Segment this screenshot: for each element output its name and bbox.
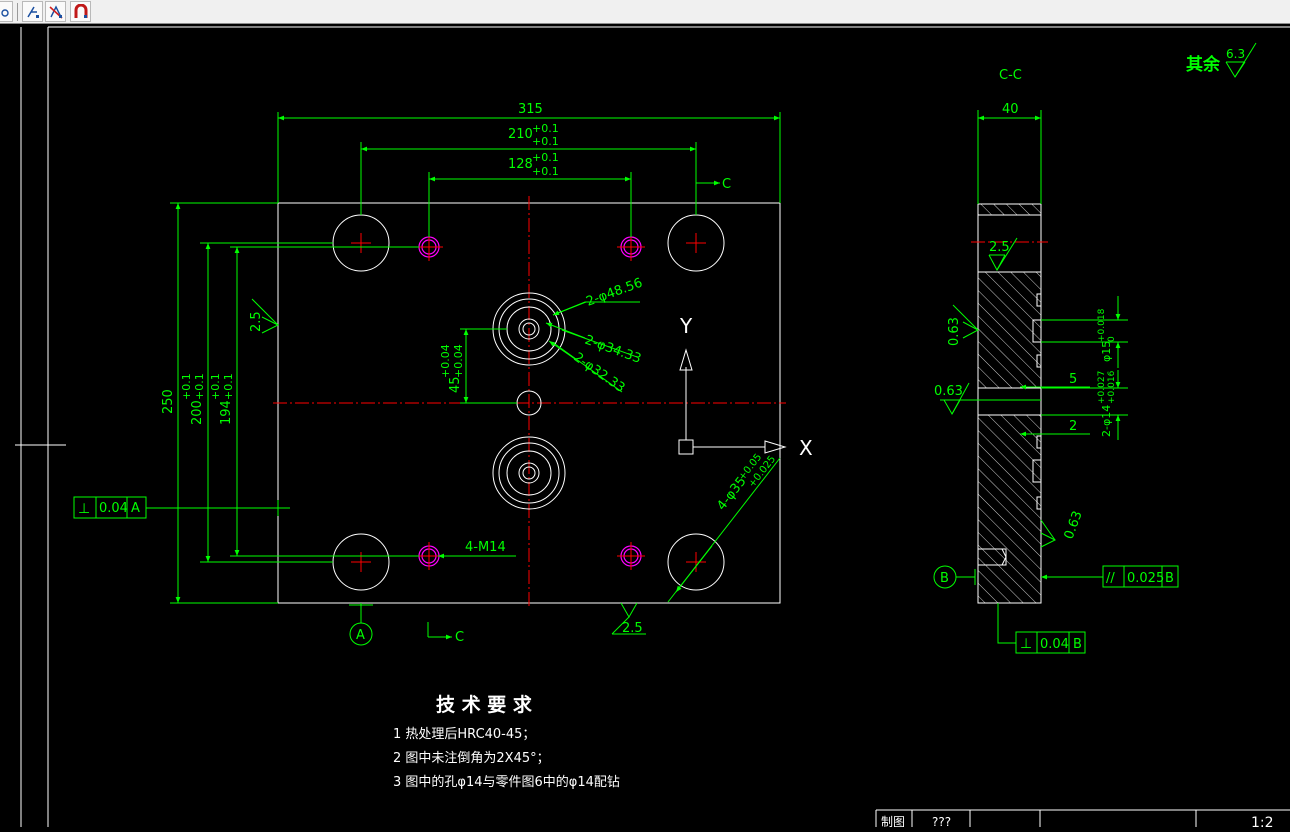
section-title: C-C xyxy=(999,68,1022,83)
bushing-lower xyxy=(492,436,566,510)
technical-notes: 技 术 要 求 1 热处理后HRC40-45； 2 图中未注倒角为2X45°； … xyxy=(393,693,620,790)
toolbar-button-no-slash[interactable] xyxy=(45,1,66,22)
fcf-perp-symbol: ⊥ xyxy=(1020,636,1032,652)
dim-128: 128 xyxy=(508,157,533,172)
dim-210-tol-upper: +0.1 xyxy=(532,122,559,135)
fcf-perpendicularity-b: ⊥ 0.04 B xyxy=(1015,631,1086,654)
fcf-par-symbol: // xyxy=(1106,571,1115,586)
section-dim-2: 2 xyxy=(1069,419,1077,434)
dim-45-tol-lower: +0.04 xyxy=(452,344,465,378)
section-mark-bottom: C xyxy=(455,630,464,645)
toolbar-separator xyxy=(17,3,18,21)
threaded-hole-centers xyxy=(415,233,645,570)
section-callout-phi15-tol-upper: +0.018 xyxy=(1097,308,1107,342)
snap-circle-icon xyxy=(1,9,9,17)
remaining-roughness: 其余 6.3 xyxy=(1186,42,1257,78)
dim-250: 250 xyxy=(161,389,176,414)
sheet-border xyxy=(15,26,1290,827)
dim-200: 200 xyxy=(190,400,205,425)
section-callout-phi14-tol-lower: +0.016 xyxy=(1107,370,1117,404)
dim-210: 210 xyxy=(508,127,533,142)
ucs-icon xyxy=(678,348,787,455)
dim-210-tol-lower: +0.1 xyxy=(532,135,559,148)
section-roughness-063-a: 0.63 xyxy=(947,317,962,346)
datum-a-label: A xyxy=(356,628,365,643)
section-hatch-top xyxy=(978,204,1041,215)
section-callout-phi15: φ15 xyxy=(1100,341,1113,362)
section-dim-40: 40 xyxy=(1002,102,1019,117)
roughness-left: 2.5 xyxy=(249,311,264,332)
front-view: Y X xyxy=(73,102,813,646)
dimension-text-icon xyxy=(27,6,39,18)
no-slash-icon xyxy=(49,5,63,19)
title-block-scale: 1:2 xyxy=(1251,815,1274,827)
fcf-perp-value: 0.04 xyxy=(1040,637,1069,652)
dim-45-tol-upper: +0.04 xyxy=(439,344,452,378)
toolbar xyxy=(0,0,1290,24)
fcf-par-value: 0.025 xyxy=(1127,571,1164,586)
dim-194-tol-upper: +0.1 xyxy=(209,373,222,400)
notes-title: 技 术 要 求 xyxy=(436,693,533,716)
title-block-drawn-label: 制图 xyxy=(881,815,905,827)
notes-item-1: 1 热处理后HRC40-45； xyxy=(393,727,535,742)
section-mark-top: C xyxy=(722,177,731,192)
section-roughness-063-b: 0.63 xyxy=(934,384,963,399)
fcf-perp-datum: B xyxy=(1073,637,1082,652)
magnet-icon xyxy=(74,4,88,18)
title-block: 制图 ??? 1:2 xyxy=(875,809,1290,831)
section-callout-phi15-tol-lower: 0 xyxy=(1107,336,1117,342)
section-roughness-top: 2.5 xyxy=(989,240,1010,255)
section-dimensions xyxy=(933,110,1128,644)
guide-hole-centers xyxy=(351,233,706,572)
dim-315: 315 xyxy=(518,102,543,117)
section-datum-b-label: B xyxy=(940,571,949,586)
callout-phi4856: 2-φ48.56 xyxy=(584,276,644,310)
dim-194: 194 xyxy=(219,400,234,425)
title-block-drawn-value: ??? xyxy=(932,815,951,827)
toolbar-button-magnet[interactable] xyxy=(70,1,91,22)
fcf-parallel-b: // 0.025 B xyxy=(1102,565,1179,588)
section-hatch-upper xyxy=(978,272,1041,388)
fcf-a-value: 0.04 xyxy=(99,501,128,516)
front-dimensions xyxy=(146,112,781,646)
cad-drawing: Y X xyxy=(15,26,1290,831)
notes-item-3: 3 图中的孔φ14与零件图6中的φ14配钻 xyxy=(393,774,620,790)
section-dimension-texts: 40 2.5 0.63 0.63 0.63 5 2 φ15 +0.018 0 2… xyxy=(934,102,1117,586)
section-callout-phi14-tol-upper: +0.027 xyxy=(1097,371,1107,404)
remaining-roughness-label: 其余 xyxy=(1186,54,1221,75)
fcf-a-datum: A xyxy=(131,501,140,516)
section-hatch-lower xyxy=(978,415,1041,603)
section-roughness-063-c: 0.63 xyxy=(1062,509,1086,541)
dim-200-tol-upper: +0.1 xyxy=(180,373,193,400)
section-dim-5: 5 xyxy=(1069,372,1077,387)
section-callout-phi14: 2-φ14 xyxy=(1100,405,1113,437)
section-view: C-C xyxy=(933,68,1179,654)
dim-45: 45 xyxy=(448,376,463,393)
dim-194-tol-lower: +0.1 xyxy=(222,373,235,400)
dim-128-tol-upper: +0.1 xyxy=(532,151,559,164)
toolbar-button-snap[interactable] xyxy=(0,1,13,22)
ucs-y-label: Y xyxy=(679,314,693,338)
section-outline xyxy=(977,203,1042,604)
dim-200-tol-lower: +0.1 xyxy=(193,373,206,400)
fcf-perpendicularity-a: ⊥ 0.04 A xyxy=(73,496,147,519)
fcf-a-symbol: ⊥ xyxy=(78,501,90,517)
center-lines xyxy=(273,196,786,608)
front-dimension-texts: 315 210 +0.1 +0.1 128 +0.1 +0.1 250 200 … xyxy=(161,102,778,645)
fcf-par-datum: B xyxy=(1165,571,1174,586)
remaining-roughness-value: 6.3 xyxy=(1226,47,1245,61)
notes-item-2: 2 图中未注倒角为2X45°； xyxy=(393,751,550,766)
ucs-x-label: X xyxy=(799,436,813,460)
toolbar-button-dimension-text[interactable] xyxy=(22,1,43,22)
dim-128-tol-lower: +0.1 xyxy=(532,165,559,178)
drawing-canvas[interactable]: Y X xyxy=(0,24,1290,831)
roughness-bottom: 2.5 xyxy=(622,621,643,636)
callout-m14: 4-M14 xyxy=(465,540,506,555)
